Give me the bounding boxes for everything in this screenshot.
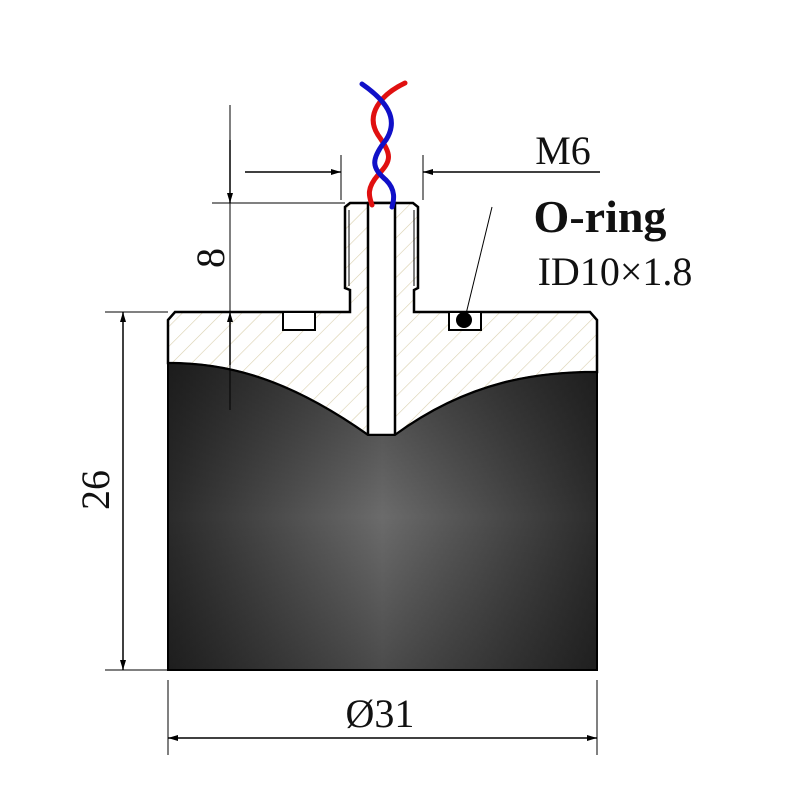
oring-section — [456, 312, 472, 328]
left-groove — [282, 311, 316, 331]
oring-spec: ID10×1.8 — [538, 249, 693, 294]
dimension-lines — [105, 105, 600, 755]
thread-label: M6 — [535, 128, 591, 173]
oring-title: O-ring — [534, 191, 667, 242]
rubber-body — [167, 361, 598, 671]
total-height-label: 26 — [73, 470, 118, 510]
metal-insert — [166, 201, 599, 437]
diameter-label: Ø31 — [346, 691, 415, 736]
twisted-wires — [359, 80, 408, 210]
stud-height-label: 8 — [188, 248, 233, 268]
center-hole — [366, 201, 397, 437]
